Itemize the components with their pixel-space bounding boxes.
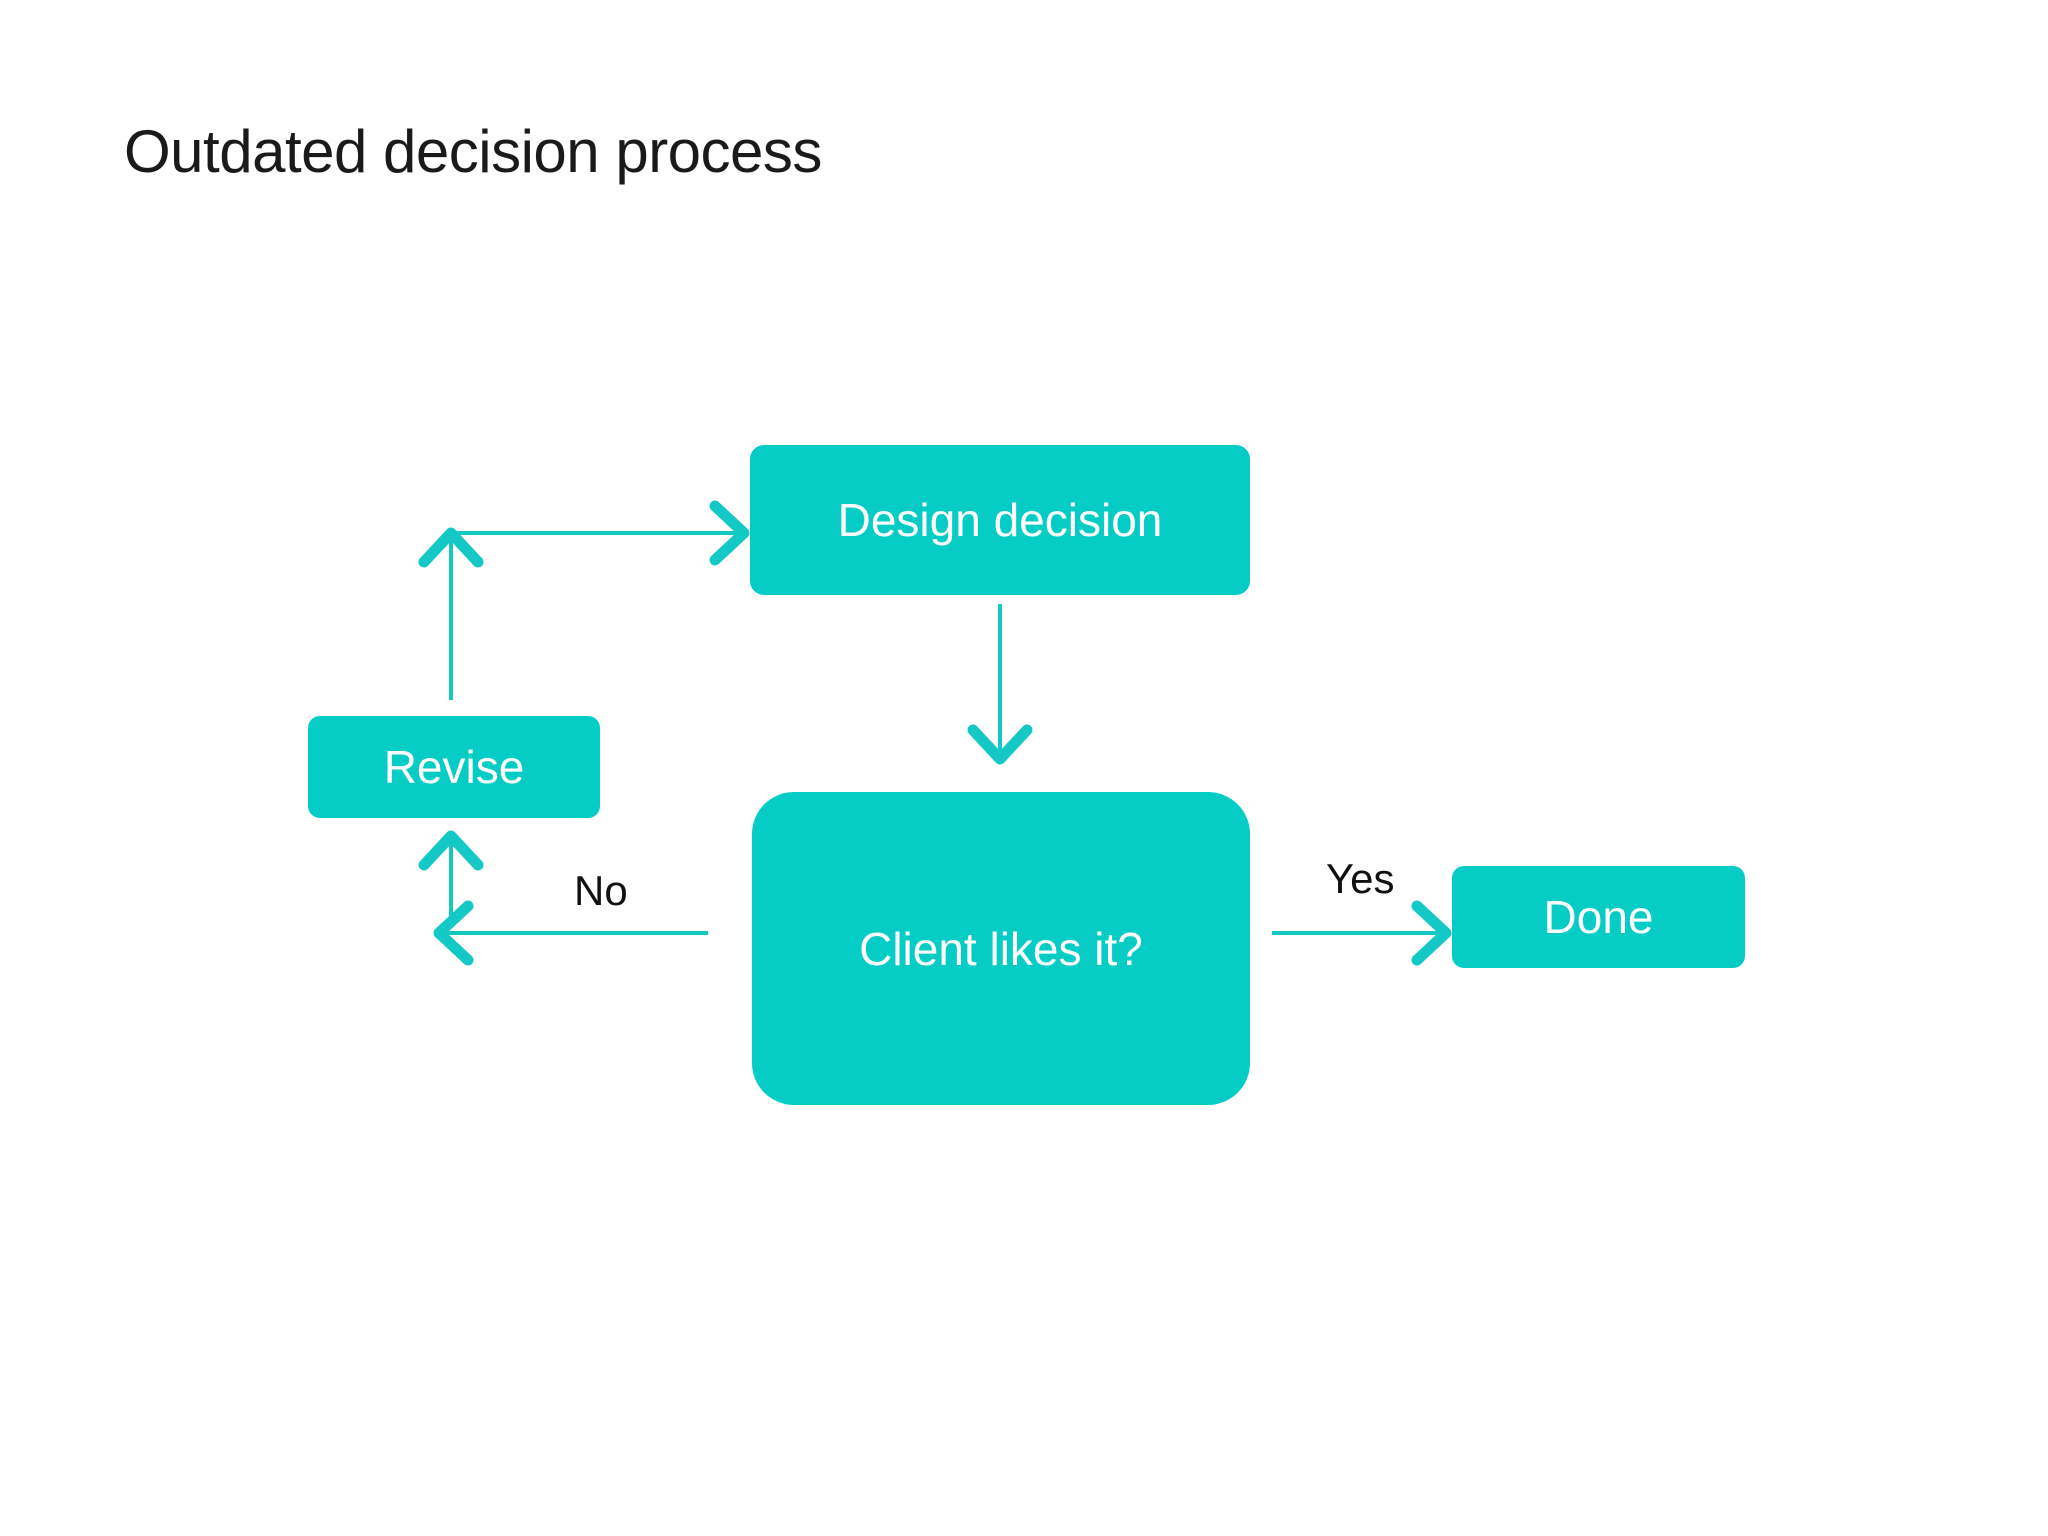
- edge-label-yes: Yes: [1326, 855, 1395, 902]
- connector-revise-to-design-vertical: [418, 527, 484, 700]
- connector-client-to-revise-horizontal: [433, 900, 708, 966]
- edge-label-no: No: [574, 867, 628, 914]
- node-done-label: Done: [1543, 891, 1654, 943]
- connector-client-to-revise-vertical: [418, 830, 484, 928]
- node-revise[interactable]: Revise: [308, 716, 600, 818]
- node-client-likes-it-label: Client likes it?: [859, 922, 1143, 975]
- connector-client-to-done: [1272, 900, 1452, 966]
- node-client-likes-it[interactable]: Client likes it?: [752, 792, 1250, 1105]
- connector-revise-to-design-horizontal: [451, 500, 750, 566]
- connector-design-to-client: [967, 604, 1033, 765]
- node-design-decision[interactable]: Design decision: [750, 445, 1250, 595]
- node-revise-label: Revise: [383, 741, 525, 793]
- node-design-decision-label: Design decision: [837, 494, 1163, 546]
- page-title: Outdated decision process: [124, 118, 822, 185]
- node-done[interactable]: Done: [1452, 866, 1745, 968]
